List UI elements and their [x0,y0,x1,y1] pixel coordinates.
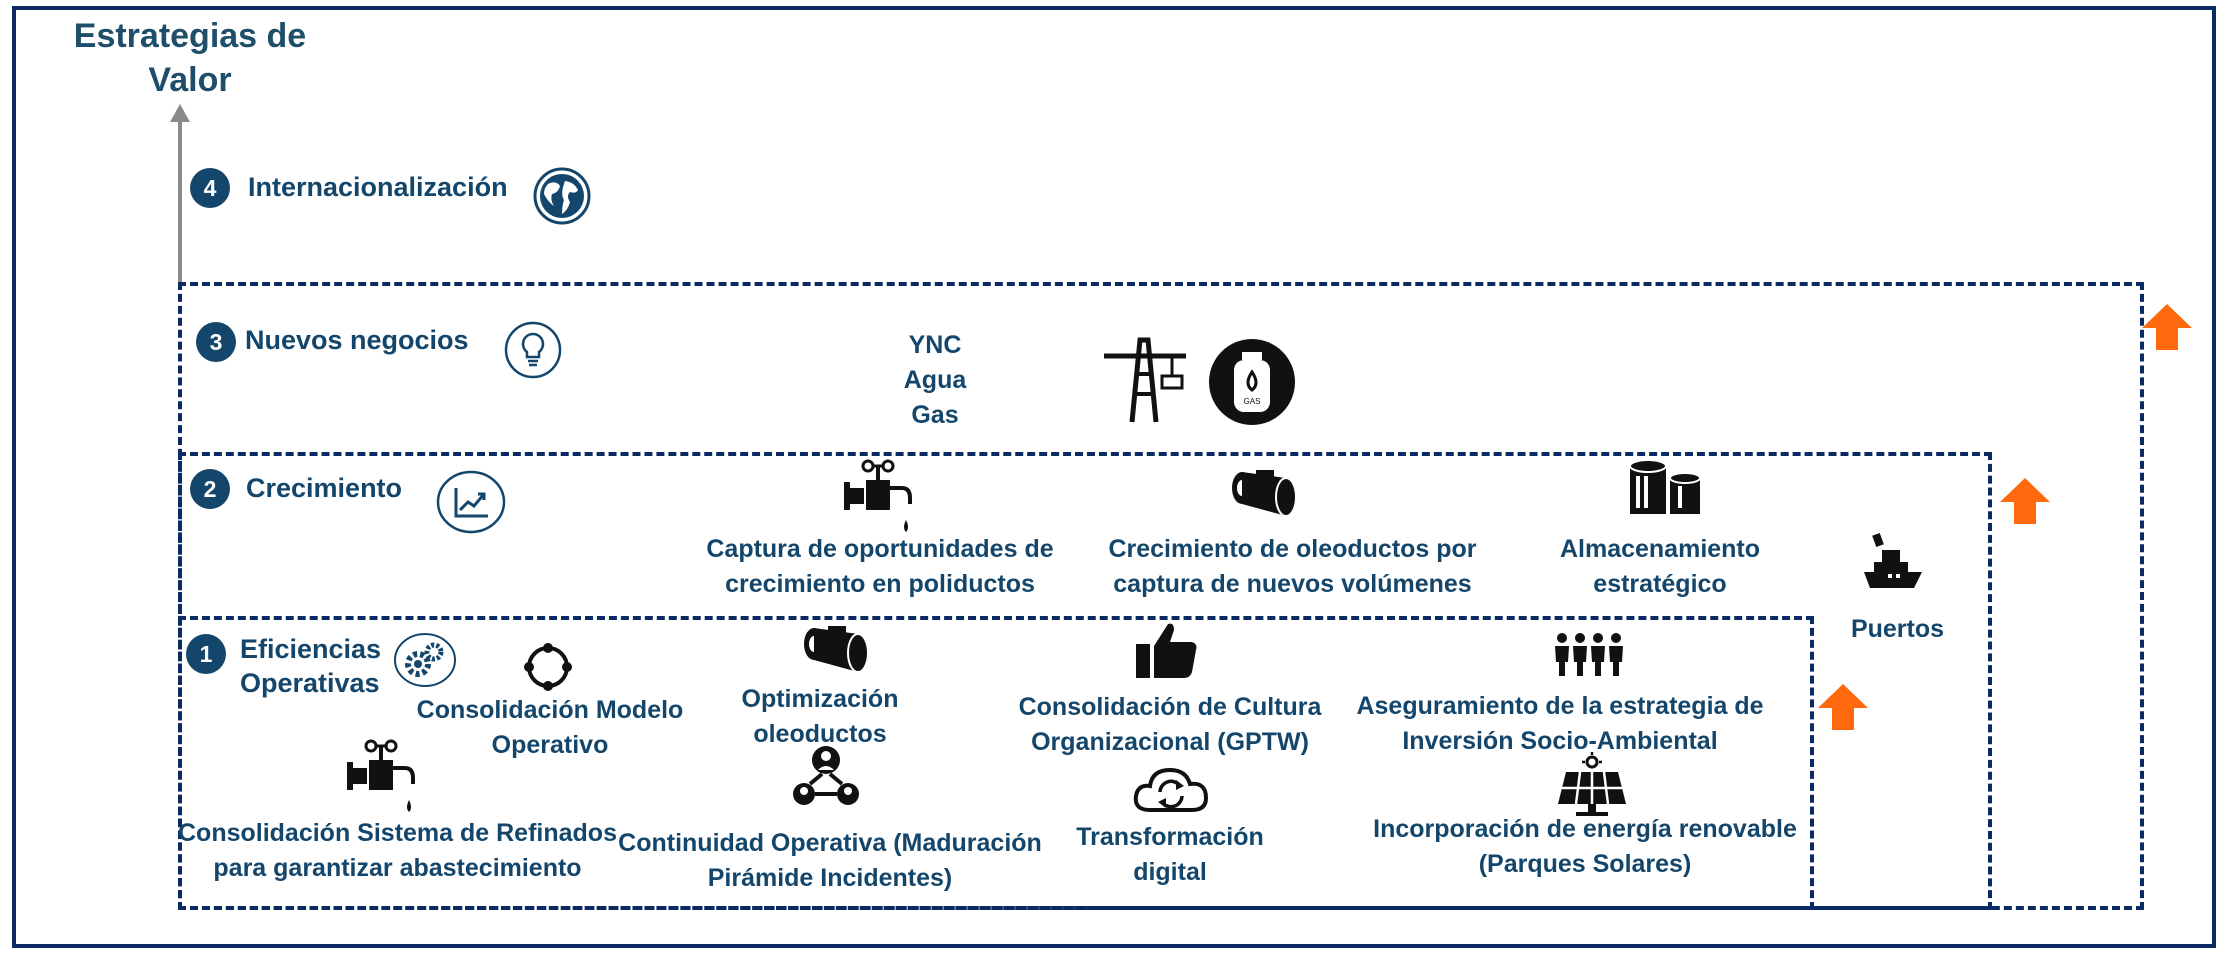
pipe-icon-optimizacion [800,622,874,680]
valve-icon-refinados [343,738,419,814]
band-eficiencias [178,616,1814,910]
lightbulb-icon [503,318,563,382]
axis-line [178,120,182,288]
axis-arrow-head [170,104,190,122]
thumbs-up-icon [1134,620,1200,680]
gas-cylinder-icon: GAS [1208,338,1296,426]
page-title: Estrategias de Valor [73,17,307,99]
people-icon [1552,632,1626,676]
puertos-label: Puertos [1850,615,1945,643]
refinados-label: Consolidación Sistema de Refinados para … [178,819,617,882]
continuidad-label: Continuidad Operativa (Maduración Pirámi… [618,829,1042,892]
optimizacion-label: Optimización oleoductos [741,685,899,748]
globe-icon [532,166,592,226]
tank-icon [1626,458,1704,518]
nuevos-negocios-list: YNC Agua Gas [880,328,990,433]
level-4-number: 4 [190,168,230,208]
level-3-label: Nuevos negocios [245,325,469,355]
outer-frame [12,6,2216,948]
poliductos-label: Captura de oportunidades de crecimiento … [706,535,1054,598]
level-1-label: Eficiencias Operativas [240,634,382,698]
transformacion-label: Transformación digital [1076,823,1264,886]
agua-label: Agua [903,366,967,394]
level-2-label: Crecimiento [246,473,403,503]
gears-icon [394,632,456,688]
svg-text:GAS: GAS [1244,397,1261,406]
renovable-label: Incorporación de energía renovable (Parq… [1373,815,1797,878]
up-arrow-icon-2 [1998,476,2052,526]
level-3-number: 3 [196,322,236,362]
ync-label: YNC [908,331,962,359]
cycle-icon [520,642,576,692]
cultura-label: Consolidación de Cultura Organizacional … [1018,693,1322,756]
level-2-number: 2 [190,469,230,509]
socio-ambiental-label: Aseguramiento de la estrategia de Invers… [1356,692,1764,755]
chart-icon [436,470,506,534]
level-1-number: 1 [186,634,226,674]
level-4-label: Internacionalización [248,172,508,202]
pipe-icon [1228,466,1302,524]
solar-panel-icon [1556,752,1628,816]
oleoductos-label: Crecimiento de oleoductos por captura de… [1108,535,1477,598]
gas-label: Gas [911,401,959,429]
up-arrow-icon [1816,682,1870,732]
ship-icon [1860,532,1926,592]
modelo-operativo-label: Consolidación Modelo Operativo [416,696,684,759]
up-arrow-icon-3 [2140,302,2194,352]
almacenamiento-label: Almacenamiento estratégico [1559,535,1761,598]
valve-icon [840,458,916,534]
oil-rig-icon [1102,334,1188,424]
team-icon [792,744,860,810]
cloud-sync-icon [1132,764,1210,816]
